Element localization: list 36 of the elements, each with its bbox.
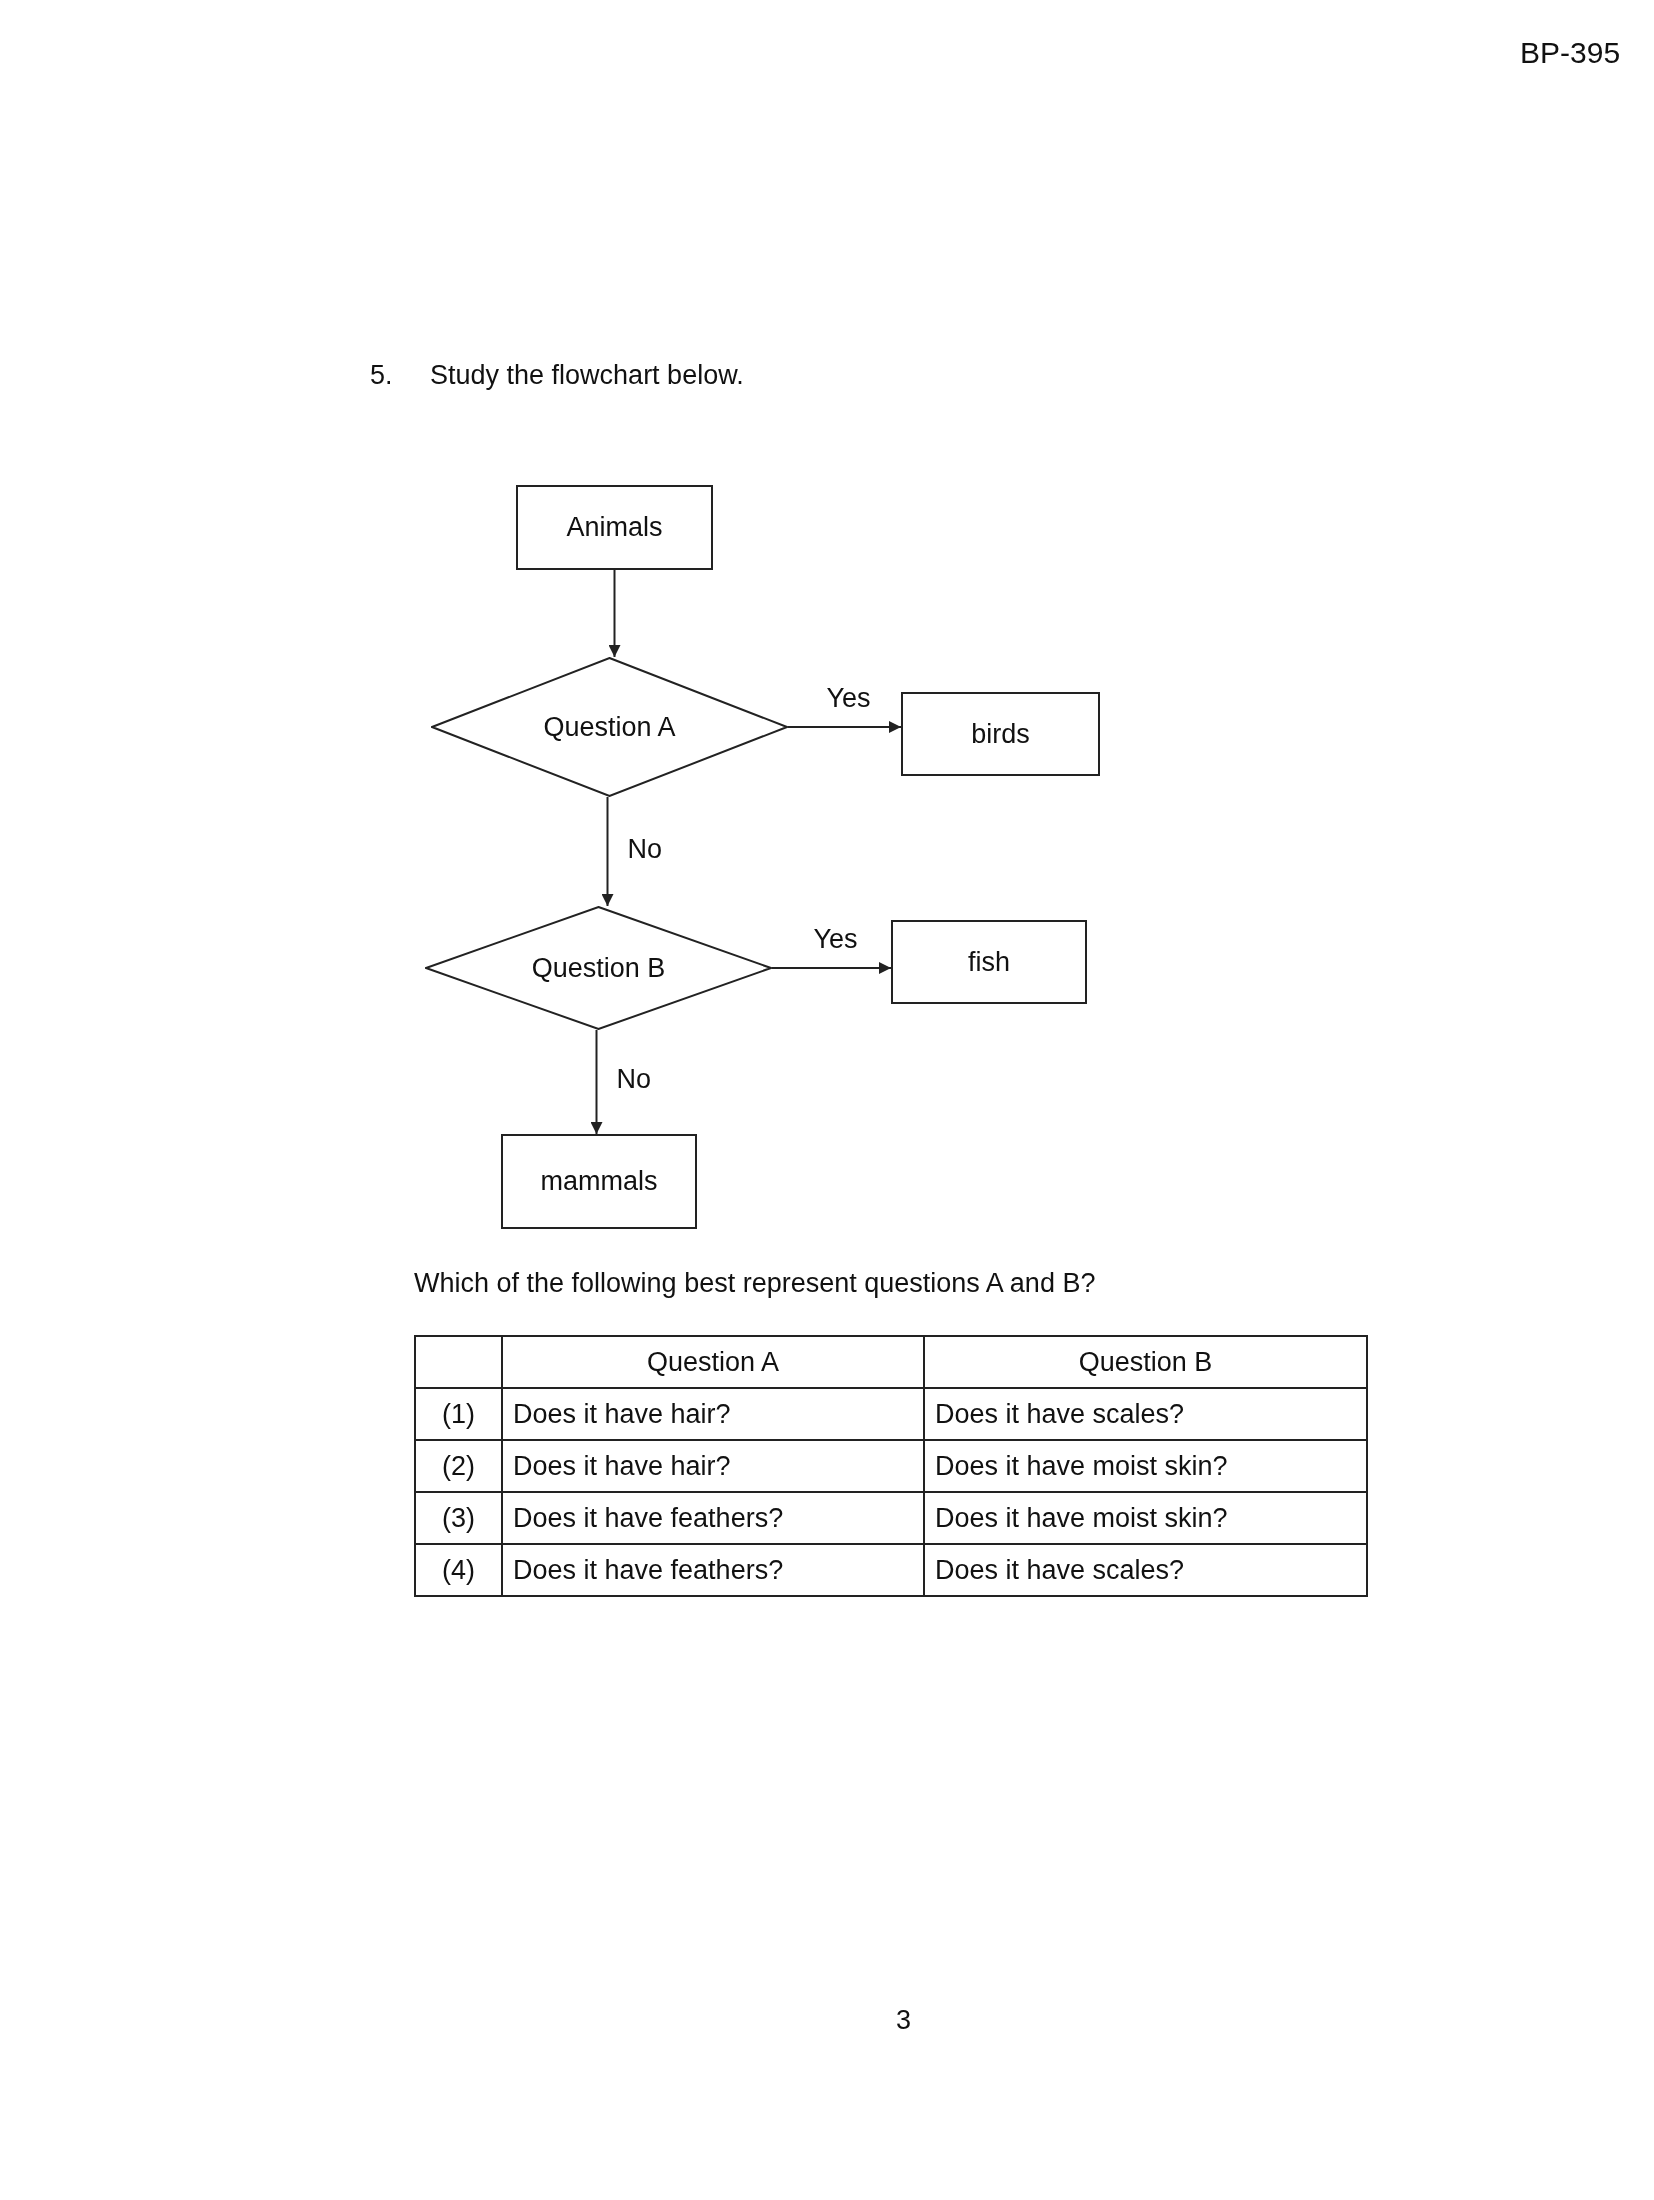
question-number: 5. xyxy=(370,360,393,391)
option-number: (1) xyxy=(442,1398,475,1429)
option-number: (4) xyxy=(442,1554,475,1585)
process-box xyxy=(891,920,1087,1004)
arrow xyxy=(590,1029,603,1135)
node-text: Question B xyxy=(531,952,666,984)
answer-text: Does it have hair? xyxy=(513,1450,731,1481)
process-box xyxy=(516,485,713,570)
node-text: fish xyxy=(968,946,1010,978)
arrow xyxy=(601,796,614,907)
page-number: 3 xyxy=(896,2005,912,2036)
answer-text: Does it have scales? xyxy=(935,1554,1185,1585)
decision-diamond xyxy=(431,657,788,797)
arrow xyxy=(608,569,621,658)
answer-text: Does it have moist skin? xyxy=(935,1502,1228,1533)
node-text: birds xyxy=(971,718,1030,750)
answer-text: Does it have moist skin? xyxy=(935,1450,1228,1481)
column-header: Question B xyxy=(1078,1346,1213,1377)
answer-text: Does it have feathers? xyxy=(513,1554,784,1585)
page-code: BP-395 xyxy=(1520,36,1621,70)
option-number: (2) xyxy=(442,1450,475,1481)
process-box xyxy=(501,1134,697,1229)
arrow xyxy=(787,721,902,733)
node-text: mammals xyxy=(540,1166,658,1197)
arrow xyxy=(771,962,892,974)
instruction-text: Study the flowchart below. xyxy=(430,360,744,391)
question-text: Which of the following best represent questions A and B? xyxy=(414,1268,1096,1299)
answer-text: Does it have feathers? xyxy=(513,1502,784,1533)
column-header: Question A xyxy=(646,1346,780,1377)
node-text: Animals xyxy=(566,512,663,543)
process-box xyxy=(901,692,1100,776)
option-number: (3) xyxy=(442,1502,475,1533)
decision-diamond xyxy=(425,906,772,1030)
answer-text: Does it have hair? xyxy=(513,1398,731,1429)
node-text: Question A xyxy=(543,711,676,743)
answer-text: Does it have scales? xyxy=(935,1398,1185,1429)
